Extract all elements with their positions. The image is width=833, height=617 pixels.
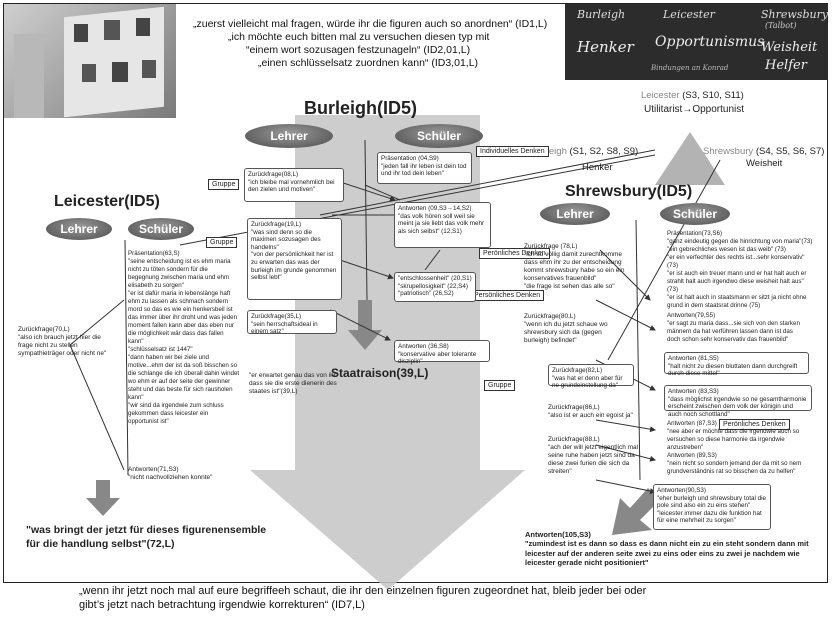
shrewsbury-praesentation-73: Präsentation(73,S6) "ganz eindeutig gege… (667, 230, 813, 309)
board-word: Leicester (663, 8, 715, 21)
bottom-quote-1: „wenn ihr jetzt noch mal auf eure begrif… (79, 585, 647, 597)
name-leicester: Leicester (641, 90, 680, 101)
leicester-big-question: "was bringt der jetzt für dieses figuren… (26, 524, 267, 550)
board-word: (Talbot) (765, 21, 797, 30)
heading-leicester: Leicester(ID5) (54, 193, 160, 210)
shrewsbury-antworten-87: Antworten (87,S3) "nee aber er möchte da… (667, 420, 800, 451)
label-persoenliches-denken: Persönliches Denken (470, 290, 545, 301)
board-word: Weisheit (761, 40, 818, 55)
burleigh-antworten-36: Antworten (36,S8) "konservative aber tol… (394, 340, 490, 365)
triangle-left-word: Henker (582, 162, 613, 173)
shrewsbury-antworten-79: Antworten(79,S5) "er sagt zu maria dass.… (667, 312, 800, 343)
burleigh-praesentation-04: Präsentation (04,S9) "jeden fall ihr leb… (377, 152, 472, 184)
burleigh-rueckfrage-19: Zurückfrage(19,L) "was sind denn so die … (247, 218, 342, 300)
burleigh-antworten-09: Antworten (09,S3→14,S2) "das volk hören … (394, 202, 491, 248)
quote-4: „einen schlüsselsatz zuordnen kann“ (ID3… (258, 57, 479, 69)
quote-1: „zuerst vielleicht mal fragen, würde ihr… (193, 18, 548, 30)
triangle (655, 132, 725, 185)
leicester-rueckfrage-70: Zurückfrage(70,L) "also ich brauch jetzt… (18, 326, 107, 357)
figure-frame (3, 3, 828, 583)
refs-leicester: (S3, S10, S11) (682, 90, 744, 101)
leicester-praesentation: Präsentation(63,S) "seine entscheidung i… (128, 250, 240, 425)
classroom-photo (4, 4, 176, 118)
burleigh-rueckfrage-35: Zurückfrage(35,L) "sein herrschaftsideal… (247, 310, 337, 335)
shrewsbury-antworten-89: Antworten (89,S3) "nein nicht so sondern… (667, 452, 802, 475)
shrewsbury-antworten-81: Antworten (81,S5) "halt nicht zu diesen … (664, 352, 809, 377)
name-burleigh: Burleigh (532, 146, 567, 157)
leicester-arrow (86, 480, 120, 516)
quote-3: “einem wort sozusagen festzunageln“ (ID2… (246, 44, 471, 56)
label-persoenliches-denken: Perönliches Denken (479, 248, 550, 259)
board-word: Helfer (765, 58, 807, 73)
label-individuelles-denken: Individuelles Denken (476, 146, 549, 157)
shrewsbury-arrow (612, 488, 660, 535)
label-gruppe: Gruppe (484, 380, 516, 391)
refs-shrewsbury: (S4, S5, S6, S7) (755, 146, 825, 157)
shrewsbury-rueckfrage-80: Zurückfrage(80,L) "wenn ich du jetzt sch… (524, 313, 608, 344)
shrewsbury-antworten-90: Antworten(90,S3) "eher burleigh und shre… (653, 484, 771, 530)
shrewsbury-final-answer: "zumindest ist es dann so dass es dann n… (525, 539, 809, 567)
board-word: Henker (577, 38, 634, 56)
blackboard-photo: Burleigh Leicester Shrewsbury (Talbot) H… (565, 4, 828, 80)
triangle-left: Burleigh (S1, S2, S8, S9) (532, 146, 638, 157)
shrewsbury-rueckfrage-82: Zurückfrage(82,L) "was hat er denn aber … (548, 364, 634, 389)
shrewsbury-antworten-83: Antworten (83,S3) "dass möglichst irgend… (664, 385, 812, 418)
board-word: Opportunismus (655, 34, 765, 50)
board-word: Burleigh (577, 8, 626, 21)
pill-schueler-burleigh: Schüler (395, 124, 483, 148)
board-word: Bindungen an Konrad (651, 64, 729, 72)
pill-lehrer-burleigh: Lehrer (245, 124, 333, 148)
triangle-top: Leicester (S3, S10, S11) (641, 90, 744, 101)
shrewsbury-rueckfrage-78: Zurückfrage (78,L) "ich so völlig damit … (524, 243, 625, 290)
shrewsbury-rueckfrage-88: Zurückfrage(88,L) "ach der will jetzt ei… (548, 436, 639, 475)
refs-burleigh: (S1, S2, S8, S9) (569, 146, 639, 157)
triangle-right-word: Weisheit (746, 158, 783, 169)
burleigh-rueckfrage-08: Zurückfrage(08,L) "ich bleibe mal vorneh… (244, 168, 344, 202)
triangle-top-word: Utilitarist→Opportunist (644, 104, 745, 115)
quote-2: „ich möchte euch bitten mal zu versuchen… (228, 31, 490, 43)
bottom-quote-2: gibt’s jetzt nach betrachtung irgendwie … (79, 599, 365, 611)
label-gruppe: Gruppe (208, 179, 240, 190)
pill-lehrer-shrewsbury: Lehrer (540, 203, 610, 225)
pill-schueler-leicester: Schüler (128, 218, 194, 240)
heading-burleigh: Burleigh(ID5) (304, 98, 418, 118)
burleigh-begriffe: "entschlossenheit" (20,S1) "skrupellosig… (394, 272, 476, 302)
name-shrewsbury: Shrewsbury (703, 146, 754, 157)
label-persoenliches-denken: Perönliches Denken (719, 419, 790, 430)
pill-schueler-shrewsbury: Schüler (660, 203, 730, 225)
heading-shrewsbury: Shrewsbury(ID5) (565, 183, 693, 200)
board-word: Shrewsbury (761, 8, 829, 21)
label-gruppe: Gruppe (206, 237, 238, 248)
leicester-antworten-71: Antworten(71,S3) "nicht nachvollziehen k… (128, 466, 213, 481)
staatraison-arrow (348, 300, 382, 350)
burleigh-erwartung-39: "er erwartet genau das von ihr dass sie … (249, 372, 337, 395)
heading-staatraison: Staatraison(39,L) (331, 366, 429, 380)
pill-lehrer-leicester: Lehrer (46, 218, 112, 240)
shrewsbury-rueckfrage-86: Zurückfrage(86,L) "also ist er auch ein … (548, 404, 633, 419)
triangle-right: Shrewsbury (S4, S5, S6, S7) (703, 146, 824, 157)
shrewsbury-final-head: Antworten(105,S3) (525, 530, 591, 539)
